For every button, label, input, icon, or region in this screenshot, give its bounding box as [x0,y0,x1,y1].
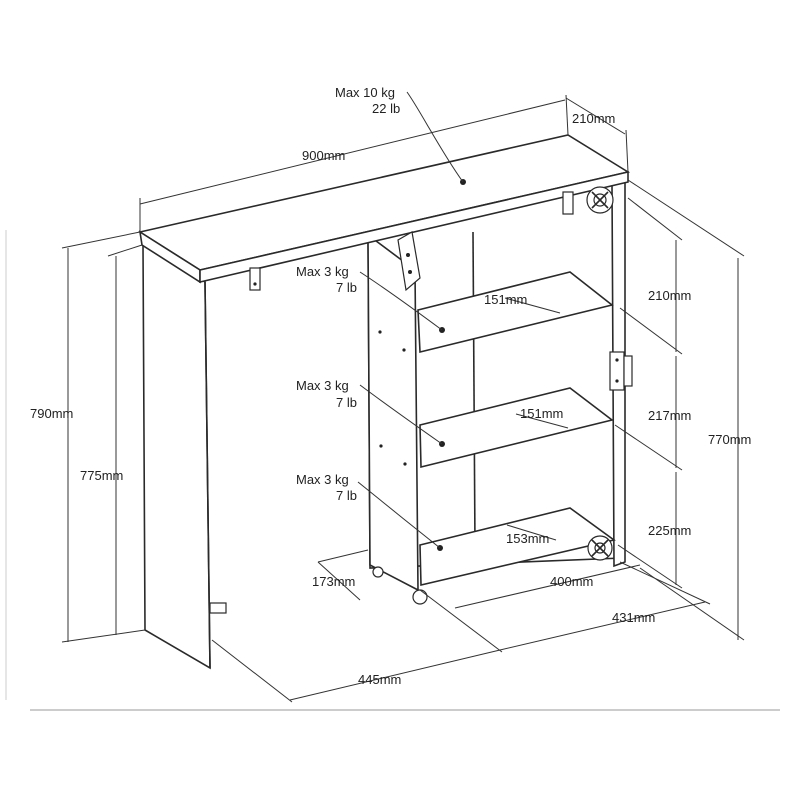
dim-height-side: 775mm [80,468,123,483]
dim-gap-bottom: 225mm [648,523,691,538]
dim-overall-depth: 445mm [358,672,401,687]
shelf1-load-kg: Max 3 kg [296,264,349,279]
shelf-upper [417,271,614,354]
dim-depth-top: 210mm [572,111,615,126]
furniture-drawing [137,134,633,670]
dim-shelf-lower: 153mm [506,531,549,546]
hinge-icon [609,351,633,391]
bracket-icon [397,231,421,292]
dim-width-top: 900mm [302,148,345,163]
shelf2-load-kg: Max 3 kg [296,378,349,393]
small-bracket-icon [209,191,574,614]
tabletop-front-edge [199,170,629,284]
dim-shelf-middle: 151mm [520,406,563,421]
dim-gap-top: 210mm [648,288,691,303]
dim-inner-width: 400mm [550,574,593,589]
dim-height-right: 770mm [708,432,751,447]
load-leaders [357,91,464,549]
back-divider [472,231,476,549]
labels: Max 10 kg 22 lb Max 3 kg 7 lb Max 3 kg 7… [30,85,751,687]
dim-shelf-upper: 151mm [484,292,527,307]
dim-outer-width: 431mm [612,610,655,625]
shelf2-load-lb: 7 lb [336,395,357,410]
dim-height-total: 790mm [30,406,73,421]
dim-gap-middle: 217mm [648,408,691,423]
shelf3-load-kg: Max 3 kg [296,472,349,487]
cabinet-front-post [367,233,419,592]
wheel-icon [586,186,614,214]
dim-base-depth: 173mm [312,574,355,589]
top-load-kg: Max 10 kg [335,85,395,100]
dimension-lines [61,94,745,703]
post-holes [378,330,407,466]
shelf3-load-lb: 7 lb [336,488,357,503]
side-panel [142,243,211,670]
shelf-lower [419,507,616,587]
shelf-middle [419,387,614,469]
top-load-lb: 22 lb [372,101,400,116]
shelf1-load-lb: 7 lb [336,280,357,295]
